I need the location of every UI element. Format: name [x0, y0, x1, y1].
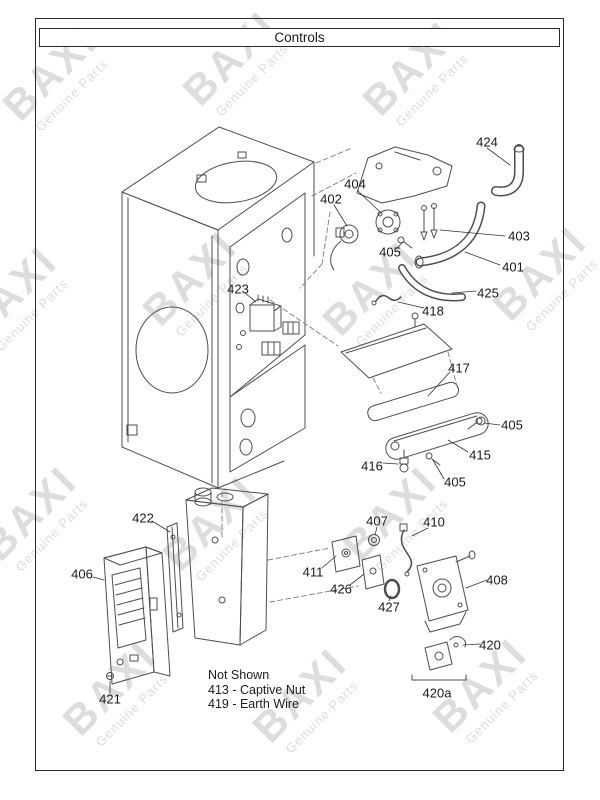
part-label-420a: 420a [422, 685, 452, 701]
not-shown-notes: Not Shown 413 - Captive Nut 419 - Earth … [208, 668, 305, 712]
part-label-405-1: 405 [379, 244, 401, 260]
wire-clip-418 [371, 294, 402, 306]
bracket-404 [356, 146, 453, 204]
part-label-424: 424 [476, 134, 498, 150]
screws-405-416 [397, 236, 483, 473]
part-label-416: 416 [361, 458, 383, 474]
manifold-415 [385, 412, 489, 460]
flange-and-sensor [330, 203, 438, 271]
part-label-406: 406 [71, 566, 93, 582]
notes-heading: Not Shown [208, 668, 270, 682]
part-label-427: 427 [378, 599, 400, 615]
collector-plate [340, 312, 453, 379]
small-parts-mid [331, 523, 413, 600]
part-label-421: 421 [99, 691, 121, 707]
pipes [398, 144, 525, 302]
notes-line-1: 413 - Captive Nut [208, 682, 306, 697]
part-label-418: 418 [422, 303, 444, 319]
control-box-423 [236, 294, 300, 356]
part-label-420: 420 [479, 637, 501, 653]
part-label-403: 403 [508, 228, 530, 244]
part-label-415: 415 [469, 447, 491, 463]
part-label-407: 407 [366, 513, 388, 529]
part-label-410: 410 [423, 514, 445, 530]
part-label-404: 404 [344, 176, 366, 192]
bracket-422-and-duct [166, 487, 269, 646]
part-label-423: 423 [227, 281, 249, 297]
construction-lines [221, 147, 459, 603]
part-label-401: 401 [502, 259, 524, 275]
part-label-422: 422 [132, 510, 154, 526]
part-label-405-3: 405 [444, 474, 466, 490]
part-label-402: 402 [320, 191, 342, 207]
leader-lines [92, 147, 511, 694]
part-label-425: 425 [477, 285, 499, 301]
notes-line-2: 419 - Earth Wire [208, 697, 300, 711]
gasket-417 [367, 381, 460, 422]
gas-valve-408 [411, 550, 476, 681]
part-label-426: 426 [330, 581, 352, 597]
boiler-cabinet-outline [121, 126, 315, 507]
part-label-411: 411 [302, 564, 324, 580]
control-panel-406 [103, 546, 171, 685]
part-label-405-2: 405 [501, 417, 523, 433]
part-label-408: 408 [486, 572, 508, 588]
part-label-417: 417 [448, 360, 470, 376]
